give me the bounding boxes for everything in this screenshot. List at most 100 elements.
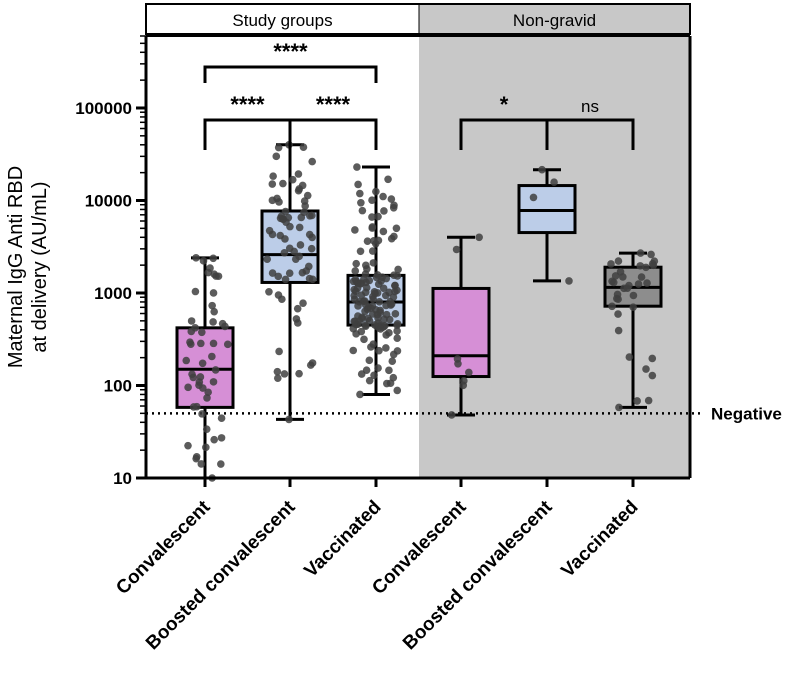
data-point [282,218,290,226]
data-point [374,319,382,327]
data-point [379,227,388,236]
data-point [374,212,382,221]
data-point [294,170,303,178]
data-point [295,185,304,193]
data-point [385,366,393,375]
data-point [199,257,208,265]
data-point [389,203,398,212]
data-point [184,441,192,450]
data-point [295,369,303,378]
data-point [187,317,196,325]
data-point [373,271,382,279]
data-point [285,244,294,253]
data-point [637,273,646,281]
data-point [629,303,637,311]
data-point [371,239,380,248]
data-point [361,288,370,297]
data-point [350,317,358,326]
data-point [623,284,632,293]
data-point [356,189,364,198]
y-tick-label: 100000 [75,99,132,118]
data-point [538,165,546,174]
data-point [375,297,384,306]
data-point [269,172,277,180]
data-point [387,300,396,308]
data-point [209,254,218,263]
data-point [276,231,285,240]
data-point [361,322,370,331]
data-point [475,233,483,242]
panel-background-non-gravid [419,4,690,478]
data-point [368,223,377,231]
data-point [301,202,309,210]
axes [136,35,692,487]
data-point [365,356,374,365]
data-point [272,152,281,161]
data-point [265,226,274,235]
data-point [454,359,462,368]
significance-label: **** [316,92,351,117]
data-point [615,403,623,412]
data-point [607,260,615,268]
data-point [303,191,312,200]
data-point [299,143,308,152]
data-point [189,403,198,411]
panel-header-frame [145,3,691,35]
data-point [393,327,401,335]
data-point [288,175,297,184]
data-point [280,370,289,378]
data-point [369,259,378,267]
data-point [209,318,217,326]
x-category-label: Boosted convalescent [142,496,300,654]
panel-label-non-gravid: Non-gravid [513,11,596,30]
data-point [644,396,653,405]
data-point [363,237,372,245]
data-point [204,388,212,397]
data-point [192,254,200,262]
data-point [616,268,625,276]
data-point [374,364,382,372]
data-point [187,327,196,336]
data-point [274,143,283,152]
data-point [263,255,271,263]
negative-threshold-label: Negative [711,404,782,423]
data-point [281,275,290,284]
data-point [307,244,316,253]
data-point [382,310,391,319]
data-point [278,295,286,304]
data-point [363,265,371,273]
data-point [275,198,283,206]
data-point [191,287,200,296]
data-point [203,394,211,402]
data-point [393,319,402,328]
data-point [306,361,315,369]
data-point [369,292,377,301]
data-point [357,279,366,288]
data-point [280,248,289,257]
x-category-label: Vaccinated [300,497,385,582]
data-point [382,331,390,339]
data-point [364,314,372,323]
data-point [274,272,283,281]
data-point [614,257,623,265]
y-tick-label: 10000 [85,191,132,210]
data-point [268,180,277,188]
data-point [198,328,206,337]
data-point [452,245,461,254]
data-point [629,291,638,300]
data-point [385,288,393,297]
data-point [204,268,213,277]
data-point [394,265,402,274]
y-tick-label: 100 [104,376,132,395]
data-point [356,390,364,399]
data-point [268,269,277,277]
data-point [365,376,374,385]
data-point [614,326,623,335]
significance-brackets: *************ns [203,39,635,150]
significance-bracket [545,118,635,150]
significance-bracket [288,118,378,150]
data-point [202,443,210,452]
data-point [356,247,365,256]
data-point [367,304,375,312]
